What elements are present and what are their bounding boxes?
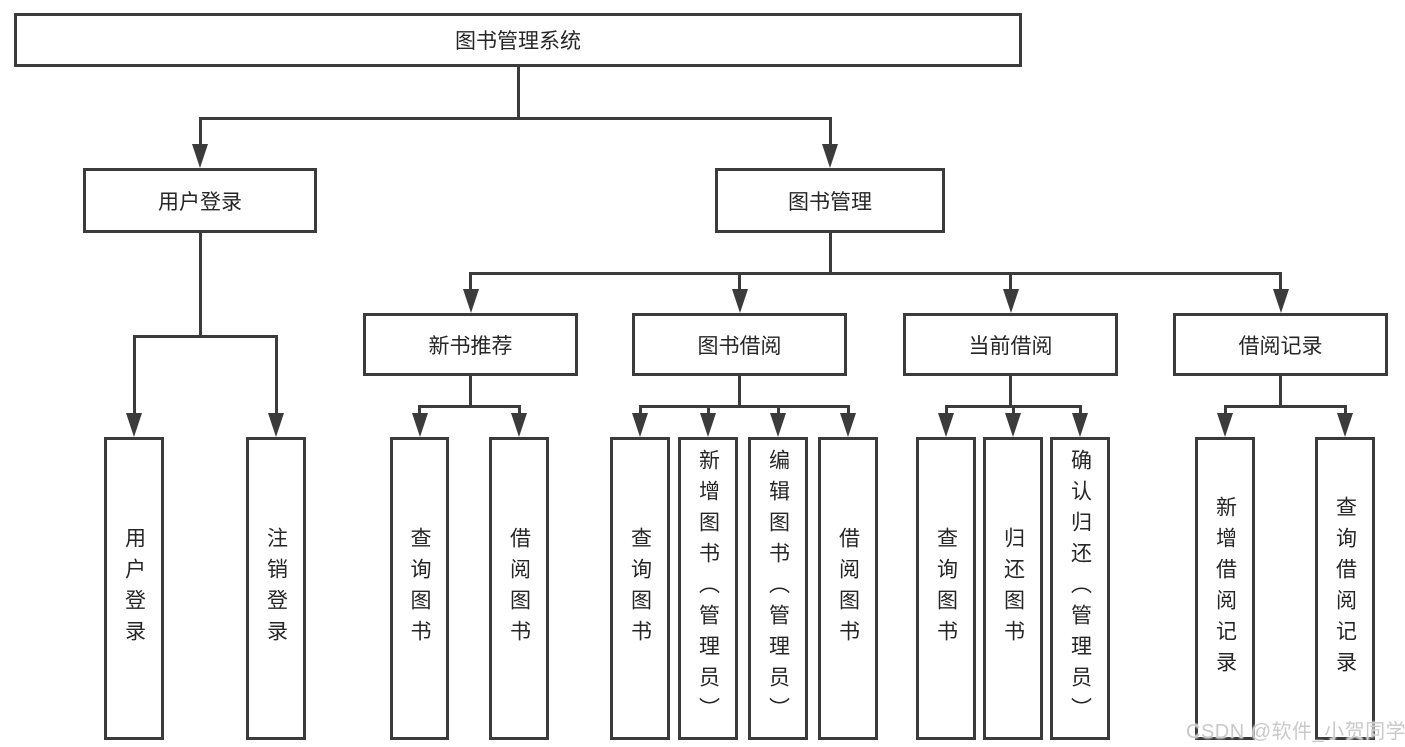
connector-user-login-stem	[198, 233, 202, 336]
node-new-book-recommend: 新书推荐	[363, 313, 578, 376]
node-library-management-system: 图书管理系统	[14, 13, 1022, 67]
arrow-down-icon	[268, 413, 284, 437]
connector-level2-rail	[198, 116, 832, 120]
connector-to-book-management	[828, 117, 832, 147]
arrow-down-icon	[821, 144, 838, 168]
connector-leaf-stub	[638, 406, 642, 416]
connector-to-borrow-record	[1279, 273, 1282, 293]
leaf-add-book-admin: 新增图书（管理员）	[678, 437, 738, 740]
connector-leaf-stub	[1011, 406, 1015, 416]
connector-to-login-leaf	[132, 336, 136, 416]
arrow-down-icon	[1337, 413, 1353, 437]
arrow-down-icon	[1072, 413, 1088, 437]
arrow-down-icon	[191, 144, 208, 168]
connector-to-logout-leaf	[274, 336, 278, 416]
connector-leaf-stub	[1343, 406, 1347, 416]
connector-to-user-login	[198, 117, 202, 147]
leaf-add-borrow-record: 新增借阅记录	[1195, 437, 1255, 740]
leaf-return-book: 归还图书	[983, 437, 1043, 740]
leaf-borrow-book: 借阅图书	[818, 437, 878, 740]
leaf-confirm-return-admin: 确认归还（管理员）	[1050, 437, 1110, 740]
leaf-query-borrow-record: 查询借阅记录	[1315, 437, 1375, 740]
arrow-down-icon	[700, 413, 716, 437]
arrow-down-icon	[462, 289, 479, 313]
leaf-borrow-book-recommend: 借阅图书	[489, 437, 549, 740]
node-current-borrow: 当前借阅	[903, 313, 1118, 376]
arrow-down-icon	[126, 413, 142, 437]
node-book-borrow: 图书借阅	[632, 313, 847, 376]
connector-leaf-stub	[706, 406, 710, 416]
connector-current-borrow-stem	[1009, 376, 1012, 406]
arrow-down-icon	[411, 413, 428, 437]
arrow-down-icon	[840, 413, 856, 437]
arrow-down-icon	[1002, 289, 1019, 313]
arrow-down-icon	[1217, 413, 1233, 437]
node-user-login: 用户登录	[83, 168, 317, 233]
arrow-down-icon	[770, 413, 786, 437]
connector-level3-rail	[469, 271, 1282, 275]
arrow-down-icon	[511, 413, 527, 437]
arrow-down-icon	[1272, 289, 1289, 313]
connector-to-book-borrow	[738, 273, 741, 293]
connector-user-login-rail	[132, 334, 278, 338]
leaf-edit-book-admin: 编辑图书（管理员）	[748, 437, 808, 740]
csdn-watermark: CSDN @软件_小贺同学	[1186, 721, 1405, 743]
arrow-down-icon	[1005, 413, 1021, 437]
connector-book-borrow-rail	[638, 404, 850, 408]
connector-leaf-stub	[776, 406, 780, 416]
connector-leaf-stub	[846, 406, 850, 416]
connector-leaf-stub	[517, 406, 521, 416]
arrow-down-icon	[731, 289, 748, 313]
connector-book-borrow-stem	[738, 376, 741, 406]
connector-book-management-stem	[828, 233, 832, 274]
connector-borrow-record-rail	[1223, 404, 1347, 408]
leaf-logout: 注销登录	[246, 437, 306, 740]
connector-to-current-borrow	[1009, 273, 1012, 293]
connector-leaf-stub	[1223, 406, 1227, 416]
connector-root-stem	[516, 67, 520, 118]
leaf-query-book-recommend: 查询图书	[390, 437, 449, 740]
connector-leaf-stub	[418, 406, 421, 416]
node-book-management: 图书管理	[715, 168, 945, 233]
leaf-query-book-current: 查询图书	[916, 437, 976, 740]
connector-new-book-stem	[469, 376, 472, 406]
arrow-down-icon	[938, 413, 954, 437]
leaf-query-book-borrow: 查询图书	[610, 437, 670, 740]
leaf-user-login: 用户登录	[104, 437, 164, 740]
node-borrow-record: 借阅记录	[1173, 313, 1388, 376]
connector-leaf-stub	[1078, 406, 1082, 416]
connector-new-book-rail	[418, 404, 521, 408]
arrow-down-icon	[632, 413, 648, 437]
connector-to-new-book	[469, 273, 472, 293]
connector-leaf-stub	[944, 406, 948, 416]
connector-borrow-record-stem	[1279, 376, 1282, 406]
